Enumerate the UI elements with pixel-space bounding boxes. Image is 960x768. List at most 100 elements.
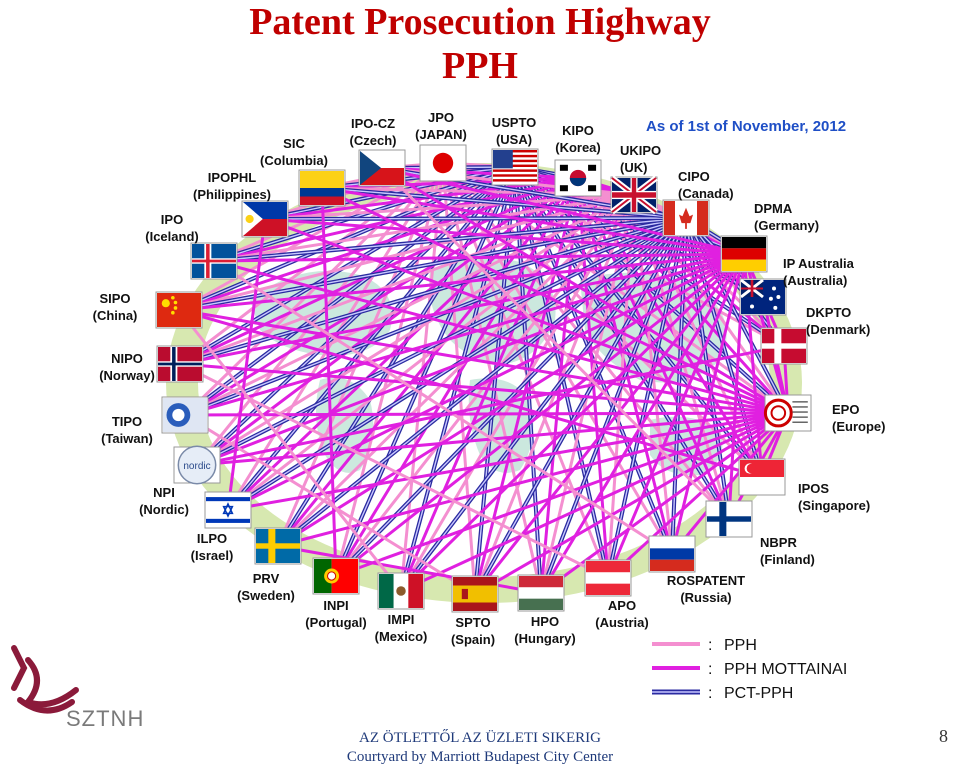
flag-at-icon	[584, 559, 632, 597]
office-abbr: INPI	[323, 598, 348, 613]
logo-text: SZTNH	[66, 706, 145, 731]
flag-au-icon	[739, 278, 787, 316]
link-pph-mottainai	[178, 362, 790, 415]
link-pph	[276, 193, 636, 548]
link-pph-mottainai	[177, 308, 790, 415]
flag-is-icon	[190, 242, 238, 280]
office-country: (Mexico)	[375, 629, 428, 644]
office-country: (Russia)	[680, 590, 731, 605]
link-pph	[183, 413, 477, 596]
link-pct-pph-inner	[400, 217, 687, 592]
office-abbr: KIPO	[562, 123, 594, 138]
legend-separator: :	[708, 637, 712, 654]
office-abbr: IPOPHL	[208, 170, 256, 185]
link-pph-mottainai	[178, 176, 580, 366]
link-pct-pph-inner	[184, 217, 687, 416]
link-pph-mottainai	[670, 411, 790, 556]
office-labels: JPO(JAPAN)USPTO(USA)KIPO(Korea)UKIPO(UK)…	[93, 110, 886, 647]
as-of-date: As of 1st of November, 2012	[646, 118, 846, 135]
link-pph	[178, 161, 445, 366]
link-pph-mottainai	[399, 411, 790, 593]
flag-nordic-icon: nordic	[173, 445, 221, 485]
office-abbr: HPO	[531, 614, 559, 629]
office-abbr: SPTO	[455, 615, 490, 630]
link-pph-mottainai	[539, 411, 790, 595]
office-country: (China)	[93, 308, 138, 323]
flag-cz-icon	[358, 149, 406, 187]
office-country: (Finland)	[760, 552, 815, 567]
office-abbr: USPTO	[492, 115, 537, 130]
office-abbr: TIPO	[112, 414, 142, 429]
office-country: (Portugal)	[305, 615, 366, 630]
office-abbr: NPI	[153, 485, 175, 500]
flag-co-icon	[298, 169, 346, 207]
link-pct-pph-inner	[277, 217, 687, 547]
flag-pt-icon	[312, 557, 360, 595]
page-title: Patent Prosecution Highway	[249, 1, 711, 43]
legend-label: PCT-PPH	[724, 685, 793, 702]
office-country: (Iceland)	[145, 229, 198, 244]
office-country: (Philippines)	[193, 187, 271, 202]
office-country: (Norway)	[99, 368, 155, 383]
office-flags: nordic	[155, 144, 812, 613]
office-abbr: NIPO	[111, 351, 143, 366]
link-pph-mottainai	[473, 176, 580, 596]
flag-ru-icon	[648, 535, 696, 573]
office-abbr: JPO	[428, 110, 454, 125]
office-abbr: SIC	[283, 136, 305, 151]
office-country: (Germany)	[754, 218, 819, 233]
link-pph	[177, 308, 403, 593]
svg-text:nordic: nordic	[183, 461, 210, 472]
office-country: (UK)	[620, 160, 647, 175]
office-abbr: NBPR	[760, 535, 797, 550]
link-pph-mottainai	[195, 344, 786, 467]
link-pph-mottainai	[226, 252, 746, 512]
flag-il-icon	[204, 491, 252, 529]
flag-no-icon	[156, 345, 204, 383]
legend-label: PPH	[724, 637, 757, 654]
link-pct-pph-inner	[264, 217, 687, 220]
legend-item-pct: : PCT-PPH	[652, 685, 793, 702]
link-pph-mottainai	[263, 217, 746, 256]
flag-dk-icon	[760, 327, 808, 365]
flag-ph-icon	[241, 200, 289, 238]
link-pph-mottainai	[576, 176, 674, 556]
flag-jp-icon	[419, 144, 467, 182]
link-pct-pph-inner	[213, 217, 687, 262]
link-pph-mottainai	[473, 411, 790, 596]
flag-tw-icon	[161, 396, 209, 434]
flag-se-icon	[254, 527, 302, 565]
office-abbr: IMPI	[388, 612, 415, 627]
office-country: (Singapore)	[798, 498, 870, 513]
legend: :PPH:PPH MOTTAINAI:PCT-PPH	[652, 637, 847, 702]
flag-uk-icon	[610, 175, 658, 215]
link-pph-mottainai	[606, 252, 746, 580]
flag-us-icon	[491, 148, 539, 186]
link-pph-mottainai	[178, 252, 746, 366]
flag-es-icon	[451, 575, 499, 613]
link-pph-mottainai	[380, 166, 580, 180]
link-pph-mottainai	[183, 411, 790, 417]
link-pct-pph-inner	[540, 217, 687, 594]
sztnh-logo-icon	[11, 645, 79, 714]
link-pph-mottainai	[320, 186, 746, 256]
flag-epo-icon	[763, 394, 812, 432]
page-subtitle: PPH	[442, 45, 518, 87]
link-pph-mottainai	[177, 308, 764, 479]
flag-fi-icon	[705, 500, 753, 538]
legend-separator: :	[708, 685, 712, 702]
office-country: (Austria)	[595, 615, 648, 630]
office-country: (Taiwan)	[101, 431, 153, 446]
office-abbr: ILPO	[197, 531, 227, 546]
link-pph	[183, 193, 636, 417]
link-pph-mottainai	[212, 259, 790, 415]
flag-sg-icon	[738, 458, 786, 496]
link-pph-mottainai	[320, 186, 338, 578]
office-country: (USA)	[496, 132, 532, 147]
office-country: (JAPAN)	[415, 127, 467, 142]
page-number: 8	[939, 726, 948, 746]
link-pph-mottainai	[212, 252, 746, 263]
link-pph-mottainai	[226, 411, 790, 512]
office-country: (Korea)	[555, 140, 601, 155]
link-pph-mottainai	[177, 252, 746, 312]
